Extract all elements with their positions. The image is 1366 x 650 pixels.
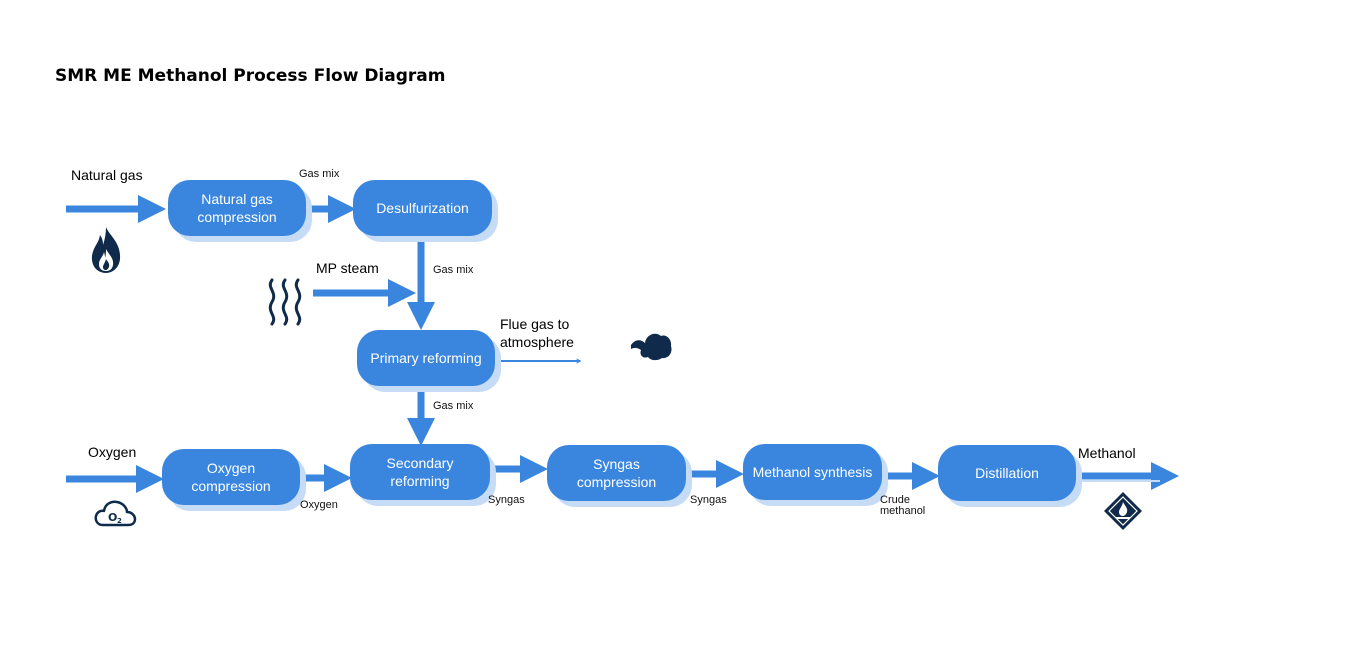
natural-gas-compression-label: Natural gas compression <box>197 191 277 225</box>
stream-label-gas-mix-2: Gas mix <box>433 264 474 276</box>
secondary-reforming-node: Secondary reforming <box>350 444 490 500</box>
methanol-hazard-icon <box>1104 492 1142 530</box>
syngas-compression-node: Syngas compression <box>547 445 686 501</box>
natural-gas-compression-node: Natural gas compression <box>168 180 306 236</box>
stream-label-gas-mix-1: Gas mix <box>299 168 340 180</box>
desulfurization-label: Desulfurization <box>376 200 469 216</box>
secondary-reforming-label: Secondary reforming <box>386 455 454 489</box>
oxygen-compression-node: Oxygen compression <box>162 449 300 505</box>
methanol-synthesis-label: Methanol synthesis <box>752 464 873 480</box>
flue-gas-output-label: Flue gas to atmosphere <box>500 316 574 350</box>
oxygen-input-label: Oxygen <box>88 444 137 460</box>
flame-icon <box>91 227 121 273</box>
primary-reforming-node: Primary reforming <box>357 330 495 386</box>
stream-label-oxygen: Oxygen <box>300 499 338 511</box>
stream-label-syngas-1: Syngas <box>488 494 525 506</box>
syngas-compression-label: Syngas compression <box>576 456 657 490</box>
svg-text:O: O <box>108 511 117 524</box>
page-title: SMR ME Methanol Process Flow Diagram <box>55 66 446 86</box>
oxygen-cloud-icon: O 2 <box>94 500 137 527</box>
steam-icon <box>268 278 302 326</box>
methanol-synthesis-node: Methanol synthesis <box>743 444 882 500</box>
natural-gas-input-label: Natural gas <box>71 167 143 183</box>
smoke-cloud-icon <box>631 333 672 361</box>
svg-text:2: 2 <box>117 517 122 525</box>
stream-label-gas-mix-3: Gas mix <box>433 400 474 412</box>
stream-label-crude-methanol: Crude methanol <box>880 494 926 517</box>
oxygen-compression-label: Oxygen compression <box>191 460 271 494</box>
methanol-output-label: Methanol <box>1078 445 1136 461</box>
stream-label-syngas-2: Syngas <box>690 494 727 506</box>
primary-reforming-label: Primary reforming <box>370 350 482 366</box>
desulfurization-node: Desulfurization <box>353 180 492 236</box>
distillation-label: Distillation <box>975 465 1039 481</box>
distillation-node: Distillation <box>938 445 1076 501</box>
mp-steam-input-label: MP steam <box>316 260 379 276</box>
